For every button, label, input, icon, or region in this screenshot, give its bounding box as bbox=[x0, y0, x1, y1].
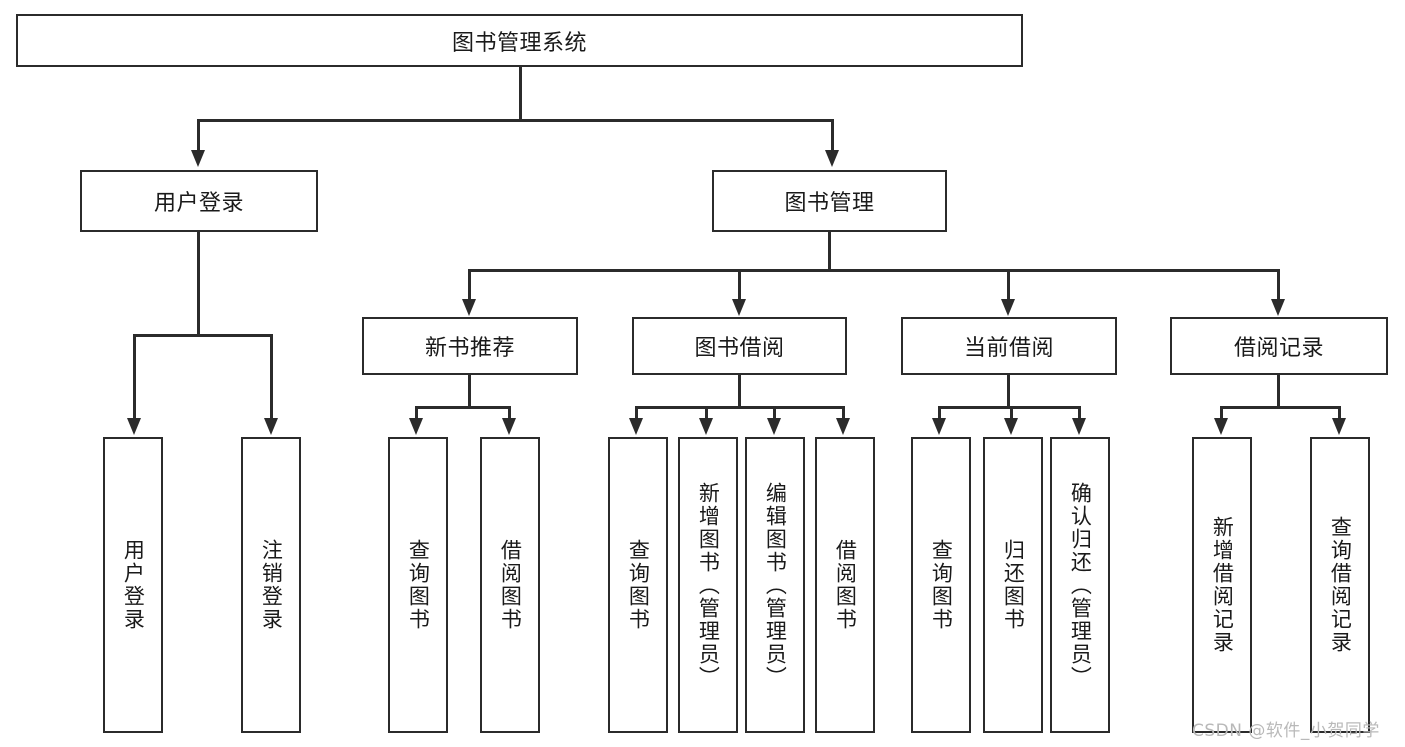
leaf-query-books-new[interactable]: 查询图书 bbox=[388, 437, 448, 733]
leaf-label: 查询图书 bbox=[626, 539, 651, 631]
edge-book-mgmt-to-current bbox=[1007, 269, 1010, 300]
leaf-user-login[interactable]: 用户登录 bbox=[103, 437, 163, 733]
csdn-watermark: CSDN @软件_小贺同学 bbox=[1192, 721, 1380, 741]
leaf-query-books-borrow[interactable]: 查询图书 bbox=[608, 437, 668, 733]
edge-records-bus bbox=[1220, 406, 1340, 409]
leaf-add-borrow-record[interactable]: 新增借阅记录 bbox=[1192, 437, 1252, 733]
arrow-borrow-to-leaf-4 bbox=[836, 418, 850, 435]
leaf-edit-book-admin[interactable]: 编辑图书（管理员） bbox=[745, 437, 805, 733]
edge-new-books-bus bbox=[415, 406, 510, 409]
node-label: 当前借阅 bbox=[963, 336, 1054, 361]
edge-borrow-to-leaf-4 bbox=[842, 406, 845, 419]
node-label: 图书管理系统 bbox=[451, 30, 587, 56]
edge-borrow-stem bbox=[738, 375, 741, 406]
leaf-label: 查询借阅记录 bbox=[1328, 516, 1353, 654]
arrow-book-mgmt-to-new-books bbox=[462, 299, 476, 316]
arrow-current-to-leaf-2 bbox=[1004, 418, 1018, 435]
edge-new-books-to-leaf-2 bbox=[508, 406, 511, 419]
leaf-label: 用户登录 bbox=[121, 539, 146, 631]
node-borrow-records[interactable]: 借阅记录 bbox=[1170, 317, 1388, 375]
leaf-label: 借阅图书 bbox=[833, 539, 858, 631]
edge-current-stem bbox=[1007, 375, 1010, 406]
leaf-label: 确认归还（管理员） bbox=[1068, 481, 1093, 689]
node-new-book-recommend[interactable]: 新书推荐 bbox=[362, 317, 578, 375]
node-book-borrow[interactable]: 图书借阅 bbox=[632, 317, 847, 375]
node-label: 新书推荐 bbox=[424, 336, 515, 361]
node-label: 图书借阅 bbox=[694, 336, 785, 361]
leaf-label: 归还图书 bbox=[1001, 539, 1026, 631]
leaf-borrow-books-new[interactable]: 借阅图书 bbox=[480, 437, 540, 733]
node-root-system[interactable]: 图书管理系统 bbox=[16, 14, 1023, 67]
edge-root-stem bbox=[519, 67, 522, 119]
edge-user-login-stem bbox=[197, 232, 200, 334]
node-label: 借阅记录 bbox=[1233, 336, 1324, 361]
leaf-query-borrow-record[interactable]: 查询借阅记录 bbox=[1310, 437, 1370, 733]
arrow-borrow-to-leaf-3 bbox=[767, 418, 781, 435]
arrow-book-mgmt-to-records bbox=[1271, 299, 1285, 316]
arrow-current-to-leaf-3 bbox=[1072, 418, 1086, 435]
arrow-user-login-to-leaf-1 bbox=[127, 418, 141, 435]
edge-records-to-leaf-2 bbox=[1338, 406, 1341, 419]
leaf-label: 借阅图书 bbox=[498, 539, 523, 631]
leaf-label: 新增借阅记录 bbox=[1210, 516, 1235, 654]
edge-book-mgmt-to-borrow bbox=[738, 269, 741, 300]
arrow-records-to-leaf-2 bbox=[1332, 418, 1346, 435]
node-label: 图书管理 bbox=[784, 191, 875, 216]
edge-current-to-leaf-2 bbox=[1010, 406, 1013, 419]
arrow-book-mgmt-to-borrow bbox=[732, 299, 746, 316]
leaf-query-books-current[interactable]: 查询图书 bbox=[911, 437, 971, 733]
arrow-borrow-to-leaf-1 bbox=[629, 418, 643, 435]
edge-user-login-to-leaf-2 bbox=[270, 334, 273, 419]
leaf-label: 新增图书（管理员） bbox=[696, 481, 721, 689]
node-current-borrow[interactable]: 当前借阅 bbox=[901, 317, 1117, 375]
edge-book-mgmt-to-records bbox=[1277, 269, 1280, 300]
arrow-root-to-book-mgmt bbox=[825, 150, 839, 167]
edge-root-bus bbox=[197, 119, 833, 122]
edge-book-mgmt-to-new-books bbox=[468, 269, 471, 300]
leaf-label: 编辑图书（管理员） bbox=[763, 481, 788, 689]
edge-borrow-to-leaf-3 bbox=[773, 406, 776, 419]
arrow-book-mgmt-to-current bbox=[1001, 299, 1015, 316]
edge-records-stem bbox=[1277, 375, 1280, 406]
edge-current-to-leaf-3 bbox=[1078, 406, 1081, 419]
arrow-records-to-leaf-1 bbox=[1214, 418, 1228, 435]
arrow-new-books-to-leaf-1 bbox=[409, 418, 423, 435]
edge-records-to-leaf-1 bbox=[1220, 406, 1223, 419]
leaf-logout[interactable]: 注销登录 bbox=[241, 437, 301, 733]
arrow-user-login-to-leaf-2 bbox=[264, 418, 278, 435]
leaf-return-books[interactable]: 归还图书 bbox=[983, 437, 1043, 733]
leaf-confirm-return-admin[interactable]: 确认归还（管理员） bbox=[1050, 437, 1110, 733]
arrow-current-to-leaf-1 bbox=[932, 418, 946, 435]
node-label: 用户登录 bbox=[153, 191, 244, 216]
arrow-root-to-user-login bbox=[191, 150, 205, 167]
leaf-add-book-admin[interactable]: 新增图书（管理员） bbox=[678, 437, 738, 733]
edge-root-to-user-login bbox=[197, 119, 200, 151]
edge-user-login-bus bbox=[133, 334, 272, 337]
edge-borrow-to-leaf-2 bbox=[705, 406, 708, 419]
edge-book-mgmt-stem bbox=[828, 232, 831, 269]
leaf-borrow-books[interactable]: 借阅图书 bbox=[815, 437, 875, 733]
edge-root-to-book-mgmt bbox=[831, 119, 834, 151]
leaf-label: 注销登录 bbox=[259, 539, 284, 631]
edge-current-to-leaf-1 bbox=[938, 406, 941, 419]
leaf-label: 查询图书 bbox=[929, 539, 954, 631]
edge-borrow-bus bbox=[635, 406, 844, 409]
leaf-label: 查询图书 bbox=[406, 539, 431, 631]
edge-new-books-stem bbox=[468, 375, 471, 406]
edge-user-login-to-leaf-1 bbox=[133, 334, 136, 419]
arrow-new-books-to-leaf-2 bbox=[502, 418, 516, 435]
edge-current-bus bbox=[938, 406, 1080, 409]
node-user-login[interactable]: 用户登录 bbox=[80, 170, 318, 232]
edge-new-books-to-leaf-1 bbox=[415, 406, 418, 419]
arrow-borrow-to-leaf-2 bbox=[699, 418, 713, 435]
edge-book-mgmt-bus bbox=[468, 269, 1280, 272]
edge-borrow-to-leaf-1 bbox=[635, 406, 638, 419]
node-book-management[interactable]: 图书管理 bbox=[712, 170, 947, 232]
